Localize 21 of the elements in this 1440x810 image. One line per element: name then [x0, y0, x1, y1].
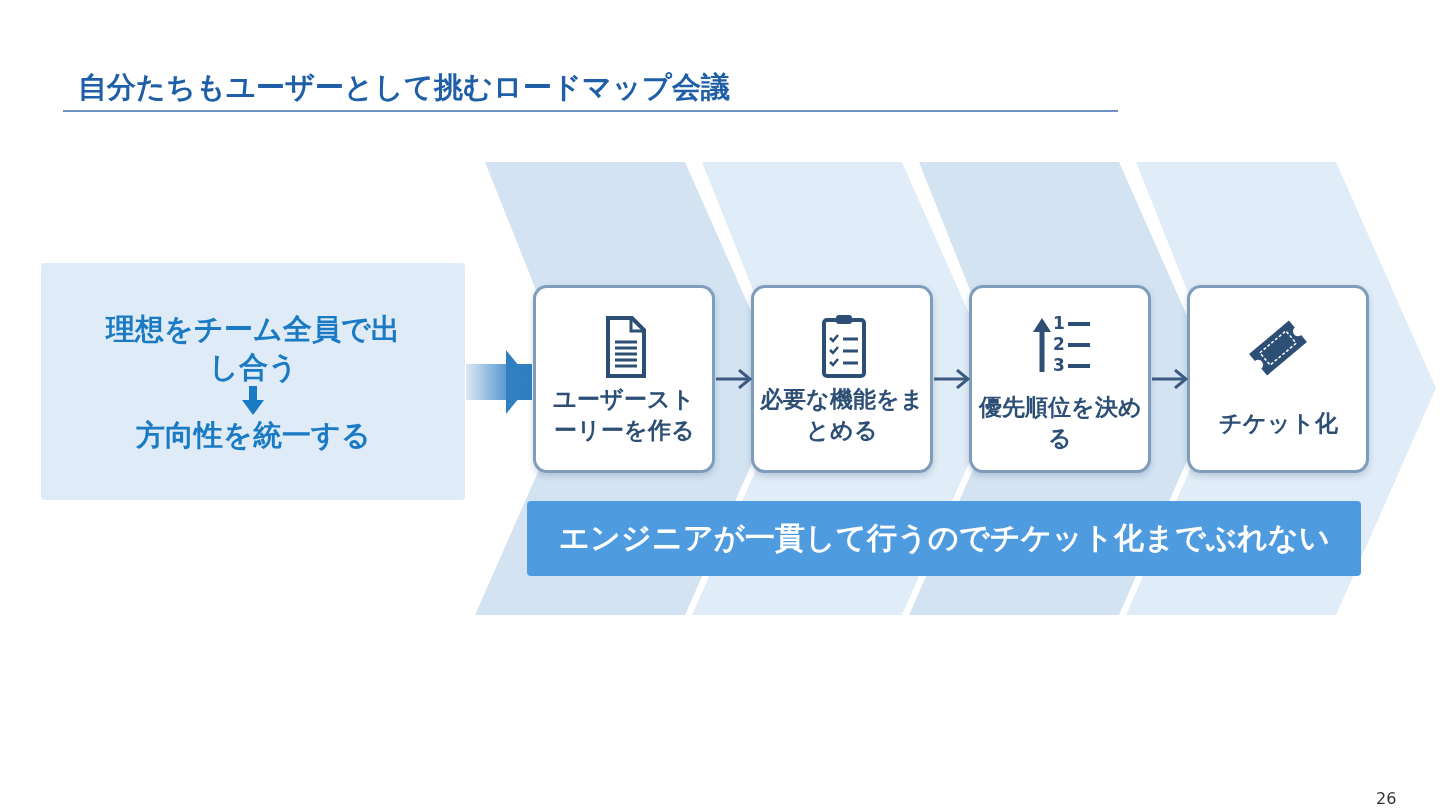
arrow	[716, 368, 752, 390]
summary-banner: エンジニアが一貫して行うのでチケット化までぶれない	[527, 501, 1361, 576]
arrow	[466, 350, 532, 414]
step-card	[969, 285, 1151, 473]
step-card	[1187, 285, 1369, 473]
arrow	[934, 368, 970, 390]
step-label: チケット化	[1217, 409, 1339, 438]
step-label: 必要な機能をまとめる	[760, 385, 924, 445]
list-number: 1	[1053, 314, 1065, 332]
list-number: 3	[1053, 356, 1065, 374]
page-number: 26	[1376, 789, 1397, 808]
list-number: 2	[1053, 335, 1065, 353]
step-label: 優先順位を決める	[978, 393, 1142, 453]
step-label: ユーザーストーリーを作る	[552, 385, 696, 445]
intro-text: 方向性を統一する	[135, 416, 371, 454]
intro-text: 理想をチーム全員で出し合う	[104, 310, 401, 386]
intro-box	[41, 263, 465, 500]
step-card	[533, 285, 715, 473]
step-card	[751, 285, 933, 473]
slide-title: 自分たちもユーザーとして挑むロードマップ会議	[78, 69, 730, 106]
arrow	[1152, 368, 1188, 390]
